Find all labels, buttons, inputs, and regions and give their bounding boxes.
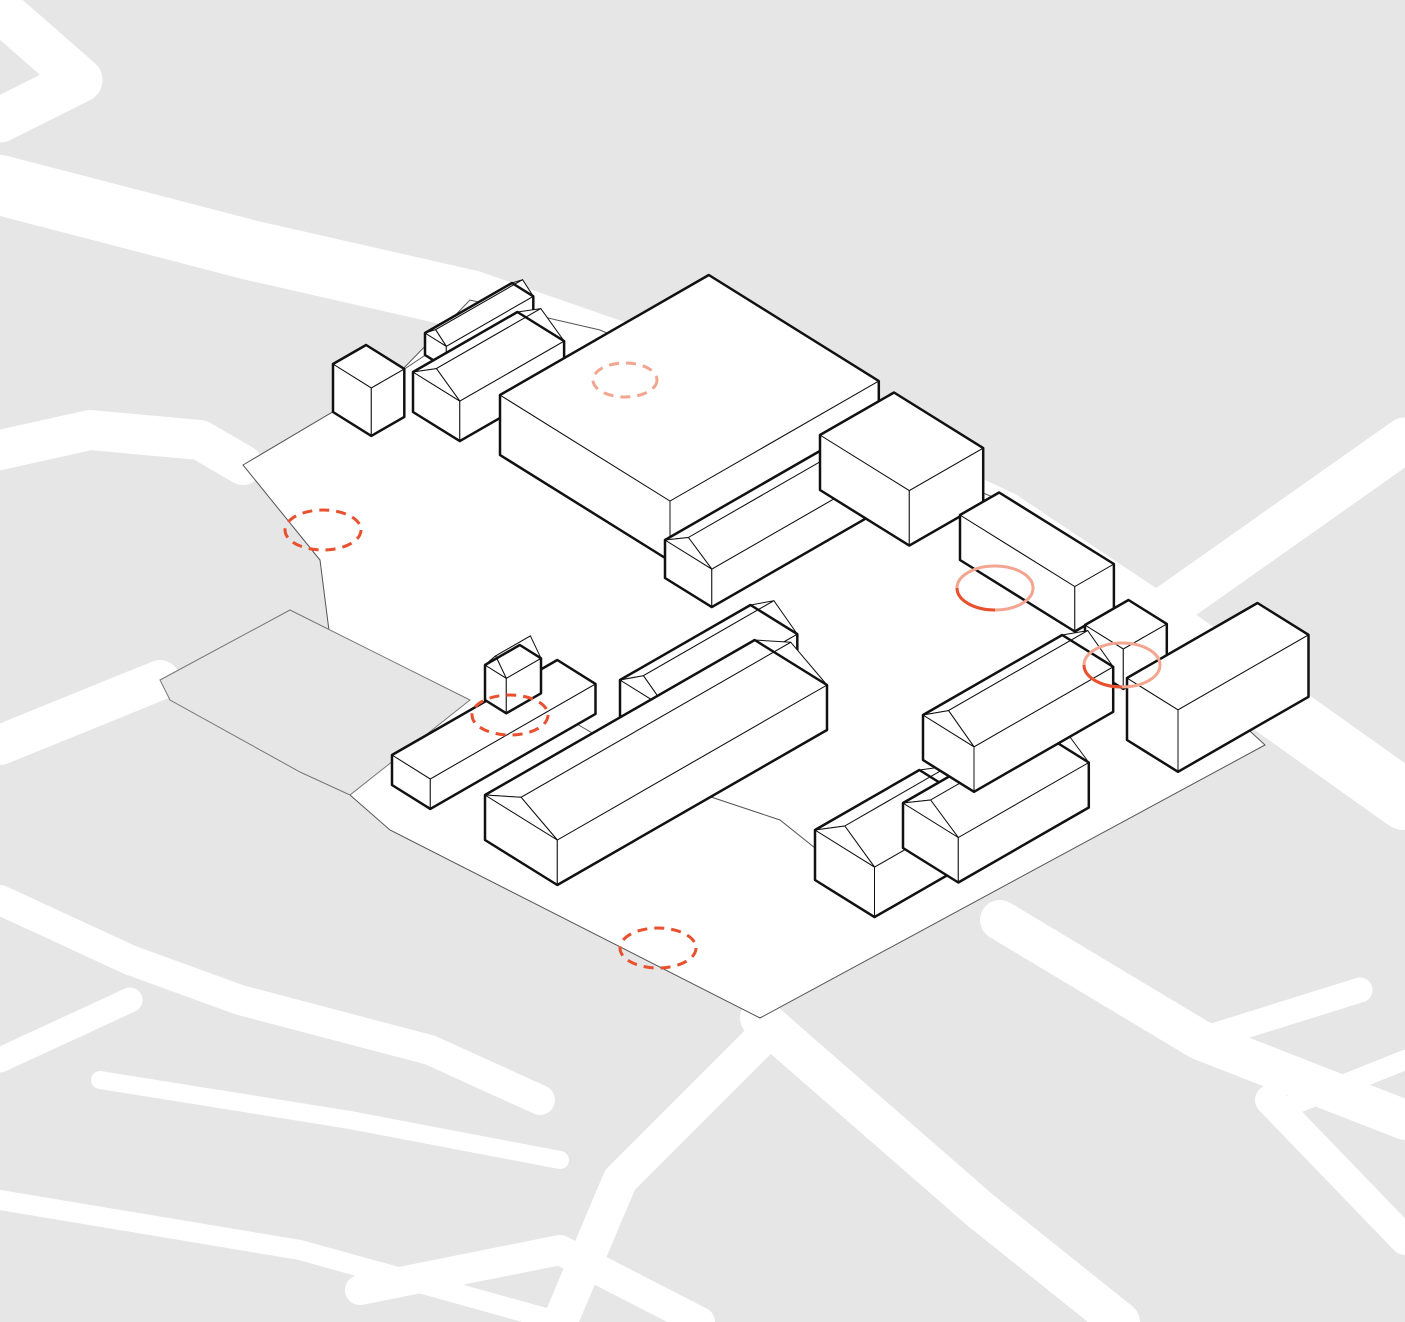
road [1187,977,1373,1053]
building-outline [901,726,1091,884]
road [1270,1050,1405,1120]
building-outline [818,391,985,547]
building-gable [922,710,975,748]
road [0,987,143,1073]
building-gable [902,799,959,838]
solid-access-arc [955,587,996,612]
building-south-bar [390,658,597,811]
road [0,1190,570,1322]
dashed-access-circle [470,693,550,737]
building-outline [958,491,1116,633]
building-outline [483,638,829,887]
building-outline [921,633,1115,794]
building-outline [1125,601,1310,774]
building-tower [483,635,543,715]
building-gable [484,794,558,841]
road [0,410,263,485]
building-outline [1083,598,1169,691]
road [91,1071,569,1169]
road [0,885,555,1115]
dashed-access-circle [283,508,363,552]
parking-lot [159,609,471,796]
road [1127,417,1405,643]
buildings [331,273,1310,919]
solid-access-arc [1082,664,1123,689]
building-gable [664,537,713,570]
building-outline [411,310,566,443]
building-outline [331,343,406,438]
dashed-access-circle [591,361,659,399]
building-south-shed [483,638,829,887]
building-gable [412,368,461,402]
building-east-pavilion [921,630,1115,794]
road [1255,1085,1405,1255]
building-cube [331,343,406,438]
building-outline [483,643,543,715]
building-gable [814,825,875,868]
building-east-corner [1125,601,1310,774]
dashed-access-circle [618,926,698,970]
road [0,0,103,143]
building-east-row [958,491,1116,633]
building-courtyard-block [818,391,985,547]
building-outline [390,658,597,811]
road [0,660,180,765]
access-markers [283,361,1162,970]
